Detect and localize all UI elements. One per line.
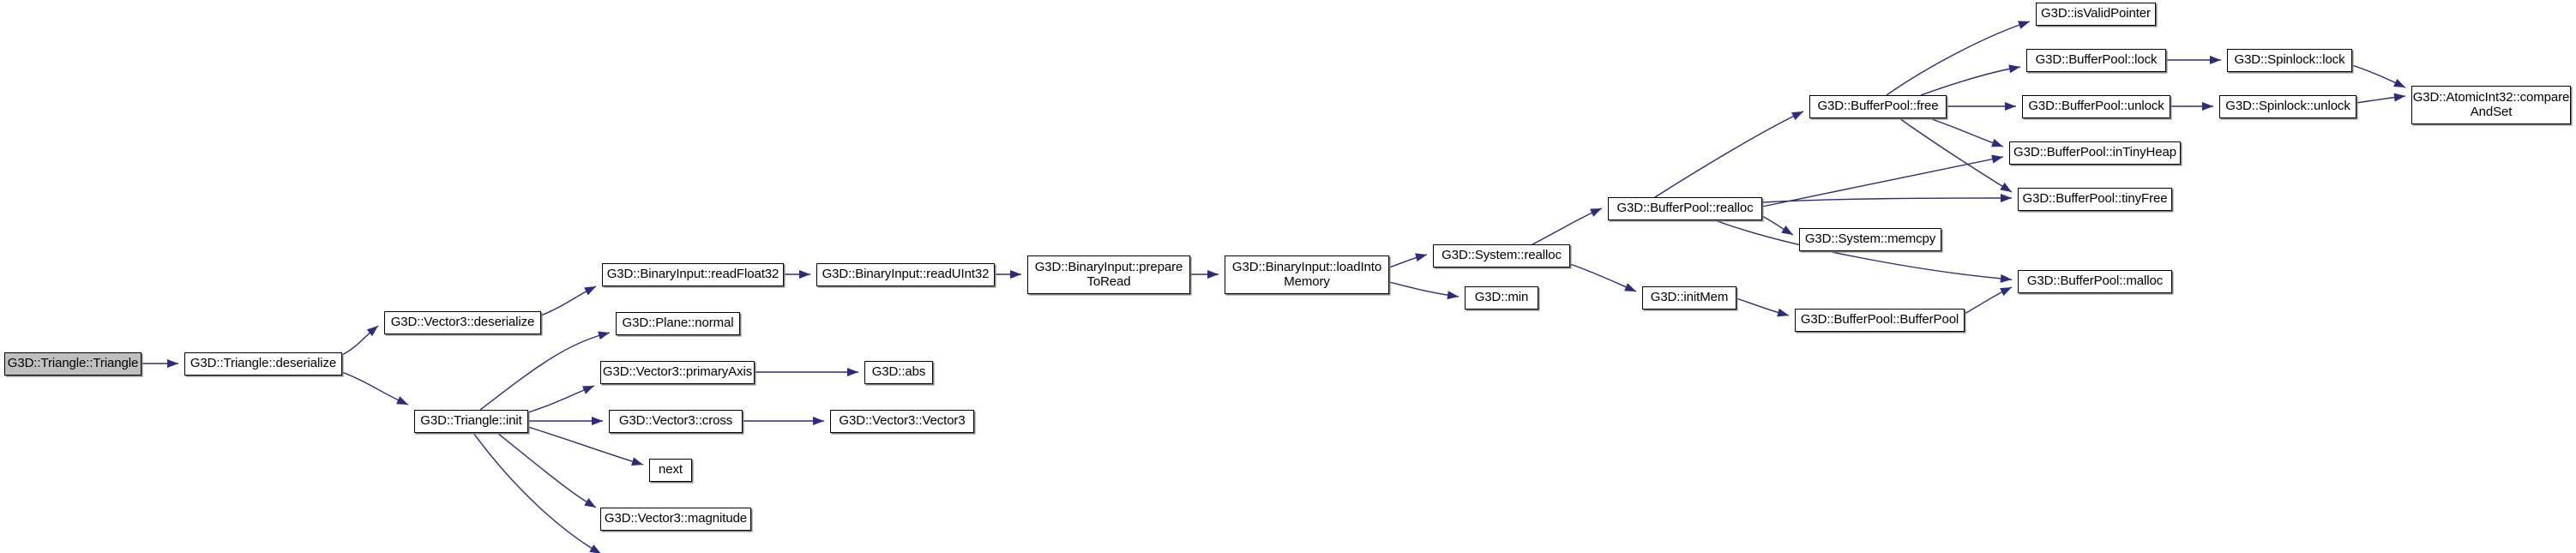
arrowhead-n18-n27: [2000, 194, 2012, 203]
arrowhead-n3-n5: [598, 331, 610, 340]
edge-n22-n26: [1929, 117, 2004, 147]
edge-n19-n21: [1736, 298, 1790, 316]
graph-node-g3d-isvalidpointer[interactable]: G3D::isValidPointer: [2036, 3, 2156, 26]
arrowhead-n6-n12: [847, 368, 858, 376]
graph-node-g3d-bufferpool-lock[interactable]: G3D::BufferPool::lock: [2026, 49, 2166, 72]
graph-node-g3d-bufferpool-unlock[interactable]: G3D::BufferPool::unlock: [2022, 95, 2170, 118]
graph-node-g3d-triangle-deserialize[interactable]: G3D::Triangle::deserialize: [184, 352, 342, 376]
graph-node-g3d-triangle-init[interactable]: G3D::Triangle::init: [414, 410, 528, 433]
arrowhead-n18-n22: [1791, 111, 1803, 121]
edge-n18-n26: [1761, 156, 2004, 207]
arrowhead-n3-n8: [631, 457, 643, 466]
graph-node-g3d-binaryinput-prepare-toread[interactable]: G3D::BinaryInput::prepare ToRead: [1027, 255, 1190, 294]
arrowhead-n1-n2: [366, 326, 378, 337]
edge-n1-n3: [341, 371, 409, 406]
arrowhead-n16-n18: [1590, 208, 1602, 217]
graph-node-g3d-binaryinput-readuint32[interactable]: G3D::BinaryInput::readUInt32: [816, 263, 995, 286]
edge-n22-n27: [1899, 117, 2013, 193]
arrowhead-n22-n26: [1991, 138, 2003, 147]
graph-node-g3d-atomicint32-compare-andset[interactable]: G3D::AtomicInt32::compare AndSet: [2411, 86, 2571, 124]
arrowhead-n3-n10: [589, 544, 601, 553]
graph-node-g3d-abs[interactable]: G3D::abs: [864, 361, 933, 384]
graph-node-g3d-bufferpool-free[interactable]: G3D::BufferPool::free: [1809, 95, 1947, 118]
graph-node-next[interactable]: next: [649, 459, 692, 482]
arrowhead-n18-n20: [1781, 225, 1793, 235]
arrowhead-n22-n25: [2005, 102, 2016, 111]
arrowhead-n19-n21: [1777, 308, 1789, 317]
arrowhead-n2-n4: [584, 286, 596, 296]
arrowhead-n0-n1: [167, 359, 178, 368]
arrowhead-n22-n27: [2000, 182, 2012, 192]
edge-n22-n23: [1886, 21, 2031, 96]
arrowhead-n22-n24: [2008, 64, 2020, 74]
graph-node-g3d-system-realloc[interactable]: G3D::System::realloc: [1433, 244, 1570, 267]
graph-node-g3d-vector3-vector3[interactable]: G3D::Vector3::Vector3: [830, 410, 974, 433]
graph-node-g3d-plane-normal[interactable]: G3D::Plane::normal: [616, 312, 740, 335]
edge-n18-n27: [1761, 197, 2013, 203]
graph-node-g3d-spinlock-lock[interactable]: G3D::Spinlock::lock: [2227, 49, 2352, 72]
graph-node-g3d-binaryinput-loadinto-memory[interactable]: G3D::BinaryInput::loadInto Memory: [1225, 255, 1389, 294]
arrowhead-n7-n13: [813, 417, 824, 425]
arrowhead-n1-n3: [396, 396, 408, 405]
arrowhead-n3-n9: [584, 498, 596, 508]
graph-node-g3d-binaryinput-readfloat32[interactable]: G3D::BinaryInput::readFloat32: [602, 263, 784, 286]
edge-n3-n9: [497, 432, 597, 508]
edge-n3-n6: [527, 385, 595, 413]
graph-node-g3d-vector3-magnitude[interactable]: G3D::Vector3::magnitude: [600, 508, 751, 531]
arrowhead-n3-n6: [582, 386, 594, 394]
arrowhead-n16-n19: [1624, 283, 1636, 292]
graph-node-g3d-bufferpool-bufferpool[interactable]: G3D::BufferPool::BufferPool: [1795, 309, 1965, 332]
edge-n15-n17: [1388, 281, 1460, 298]
edge-n3-n10: [472, 432, 601, 553]
arrowhead-n18-n26: [1991, 154, 2003, 164]
edge-n16-n18: [1532, 207, 1603, 245]
arrowhead-n4-n11: [799, 270, 810, 279]
graph-node-g3d-bufferpool-intinyheap[interactable]: G3D::BufferPool::inTinyHeap: [2009, 141, 2181, 165]
arrowhead-n3-n7: [592, 417, 603, 425]
edge-n22-n24: [1920, 66, 2021, 96]
edge-n3-n5: [479, 332, 611, 411]
graph-node-g3d-spinlock-unlock[interactable]: G3D::Spinlock::unlock: [2219, 95, 2356, 118]
arrowhead-n21-n28: [2000, 287, 2012, 297]
arrowhead-n30-n31: [2393, 93, 2405, 102]
arrowhead-n25-n30: [2202, 102, 2213, 111]
edge-n1-n2: [341, 325, 379, 356]
edge-n16-n19: [1569, 263, 1637, 292]
graph-node-g3d-min[interactable]: G3D::min: [1465, 286, 1538, 310]
edge-n21-n28: [1964, 286, 2013, 315]
graph-node-g3d-vector3-primaryaxis[interactable]: G3D::Vector3::primaryAxis: [600, 361, 755, 384]
graph-node-g3d-bufferpool-tinyfree[interactable]: G3D::BufferPool::tinyFree: [2018, 188, 2172, 211]
arrowhead-n14-n15: [1207, 270, 1219, 279]
graph-node-g3d-bufferpool-malloc[interactable]: G3D::BufferPool::malloc: [2018, 270, 2172, 293]
edge-n15-n16: [1388, 254, 1428, 268]
arrowhead-n29-n31: [2393, 78, 2405, 87]
arrowhead-n11-n14: [1010, 270, 1021, 279]
edge-n30-n31: [2356, 95, 2406, 104]
graph-node-g3d-system-memcpy[interactable]: G3D::System::memcpy: [1799, 228, 1941, 251]
arrowhead-n15-n16: [1415, 253, 1427, 262]
arrowhead-n24-n29: [2210, 56, 2221, 64]
edge-n18-n20: [1761, 215, 1794, 236]
graph-node-g3d-triangle-triangle[interactable]: G3D::Triangle::Triangle: [4, 352, 141, 376]
edge-n2-n4: [540, 286, 597, 316]
arrowhead-n18-n28: [2000, 273, 2012, 283]
graph-node-g3d-initmem[interactable]: G3D::initMem: [1642, 286, 1736, 310]
edge-n18-n22: [1654, 111, 1804, 198]
graph-node-g3d-bufferpool-realloc[interactable]: G3D::BufferPool::realloc: [1608, 197, 1762, 220]
arrowhead-n22-n23: [2018, 21, 2030, 29]
edge-n29-n31: [2351, 64, 2406, 88]
graph-node-g3d-vector3-cross[interactable]: G3D::Vector3::cross: [609, 410, 743, 433]
graph-node-g3d-vector3-deserialize[interactable]: G3D::Vector3::deserialize: [384, 311, 541, 334]
arrowhead-n15-n17: [1447, 291, 1459, 300]
